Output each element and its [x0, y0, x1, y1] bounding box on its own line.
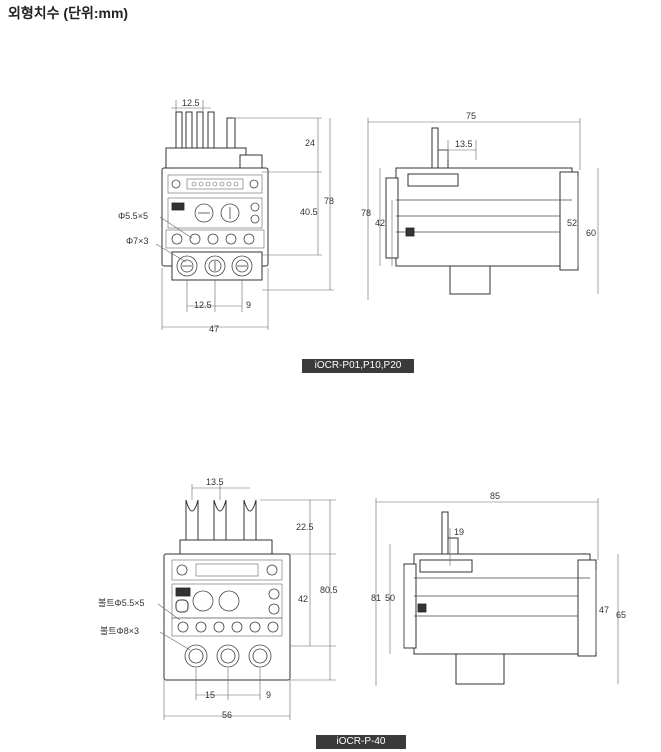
m2-dim-pitch: 15	[205, 690, 215, 700]
m1-dim-height-top: 24	[305, 138, 315, 148]
m1-side-h1: 78	[361, 208, 371, 218]
m2-side-tab: 19	[454, 527, 464, 537]
m2-dim-height-mid: 42	[298, 594, 308, 604]
m1-dim-width: 47	[209, 324, 219, 334]
model1-front-view	[161, 111, 269, 281]
model2-side-dimensions	[375, 498, 619, 686]
m2-dim-hole2: 볼트Φ8×3	[100, 626, 139, 636]
m2-side-h2: 50	[385, 593, 395, 603]
m1-side-depth: 75	[466, 111, 476, 121]
m2-dim-width: 56	[222, 710, 232, 720]
m2-dim-top-width: 13.5	[206, 477, 224, 487]
model2-front-view	[163, 499, 291, 681]
m1-dim-height-mid: 40.5	[300, 207, 318, 217]
model1-side-view	[385, 127, 579, 295]
m1-dim-hole2: Φ7×3	[126, 236, 148, 246]
m1-side-h4: 60	[586, 228, 596, 238]
m1-side-tab: 13.5	[455, 139, 473, 149]
m1-side-h3: 52	[567, 218, 577, 228]
m1-dim-offset: 9	[246, 300, 251, 310]
m2-dim-height-total: 80.5	[320, 585, 338, 595]
m2-side-h4: 65	[616, 610, 626, 620]
m2-dim-offset: 9	[266, 690, 271, 700]
m2-side-h1: 81	[371, 593, 381, 603]
m1-side-h2: 42	[375, 218, 385, 228]
model2-front-dimensions	[157, 484, 336, 720]
m2-dim-hole1: 볼트Φ5.5×5	[98, 598, 145, 608]
model1-front-dimensions	[155, 100, 334, 330]
model1-caption: iOCR-P01,P10,P20	[302, 359, 414, 373]
m1-dim-pitch: 12.5	[194, 300, 212, 310]
m2-side-depth: 85	[490, 491, 500, 501]
m2-side-h3: 47	[599, 605, 609, 615]
m1-dim-hole1: Φ5.5×5	[118, 211, 148, 221]
m1-dim-height-total: 78	[324, 196, 334, 206]
model2-side-view	[403, 511, 597, 685]
m2-dim-height-top: 22.5	[296, 522, 314, 532]
page-title: 외형치수 (단위:mm)	[8, 5, 129, 21]
m1-dim-top-width: 12.5	[182, 98, 200, 108]
model2-caption: iOCR-P-40	[316, 735, 406, 749]
model1-side-dimensions	[367, 118, 599, 300]
